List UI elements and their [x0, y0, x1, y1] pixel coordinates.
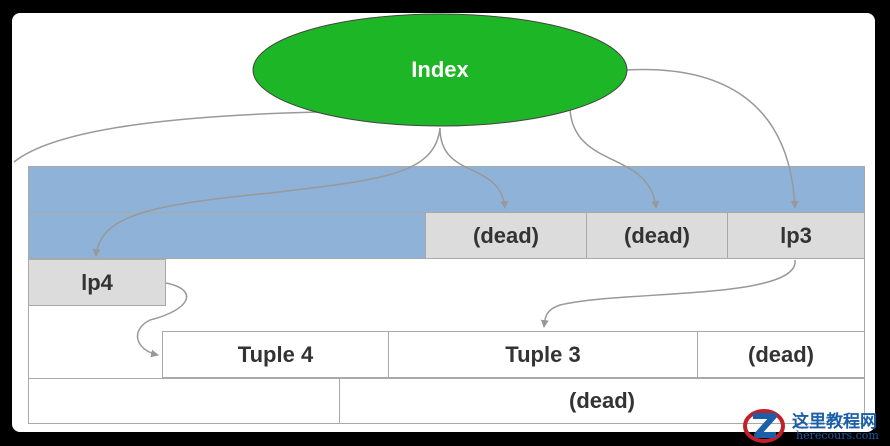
line-pointer-dead-1: (dead) [425, 212, 587, 259]
logo-z-icon [743, 409, 785, 443]
arrow-index-to-lp4 [92, 127, 441, 257]
line-pointer-lp4-box: lp4 [28, 259, 166, 306]
bottom-dead-tuple: (dead) [339, 378, 865, 424]
tuple-4: Tuple 4 [162, 331, 389, 378]
watermark-title: 这里教程网 [792, 412, 877, 432]
arrow-to-offpage [13, 111, 319, 163]
watermark-logo: 这里教程网 herecours.com [740, 404, 890, 446]
page-header-bar [28, 166, 865, 213]
watermark-subtitle: herecours.com [796, 429, 879, 442]
arrow-lp4-to-tuple-4 [136, 282, 188, 358]
arrow-index-to-dead-2 [569, 109, 660, 209]
arrow-index-to-dead-1 [439, 127, 509, 209]
arrow-index-to-lp3 [625, 68, 799, 209]
tuple-dead: (dead) [697, 331, 865, 378]
tuple-3: Tuple 3 [388, 331, 698, 378]
lp4-label: lp4 [81, 269, 113, 295]
line-pointer-lp3: lp3 [727, 212, 865, 259]
index-label: Index [411, 57, 469, 82]
line-pointer-dead-2: (dead) [586, 212, 728, 259]
arrow-lp3-to-tuple-3 [540, 259, 796, 328]
bottom-left-space [28, 378, 340, 424]
index-node [252, 13, 628, 127]
